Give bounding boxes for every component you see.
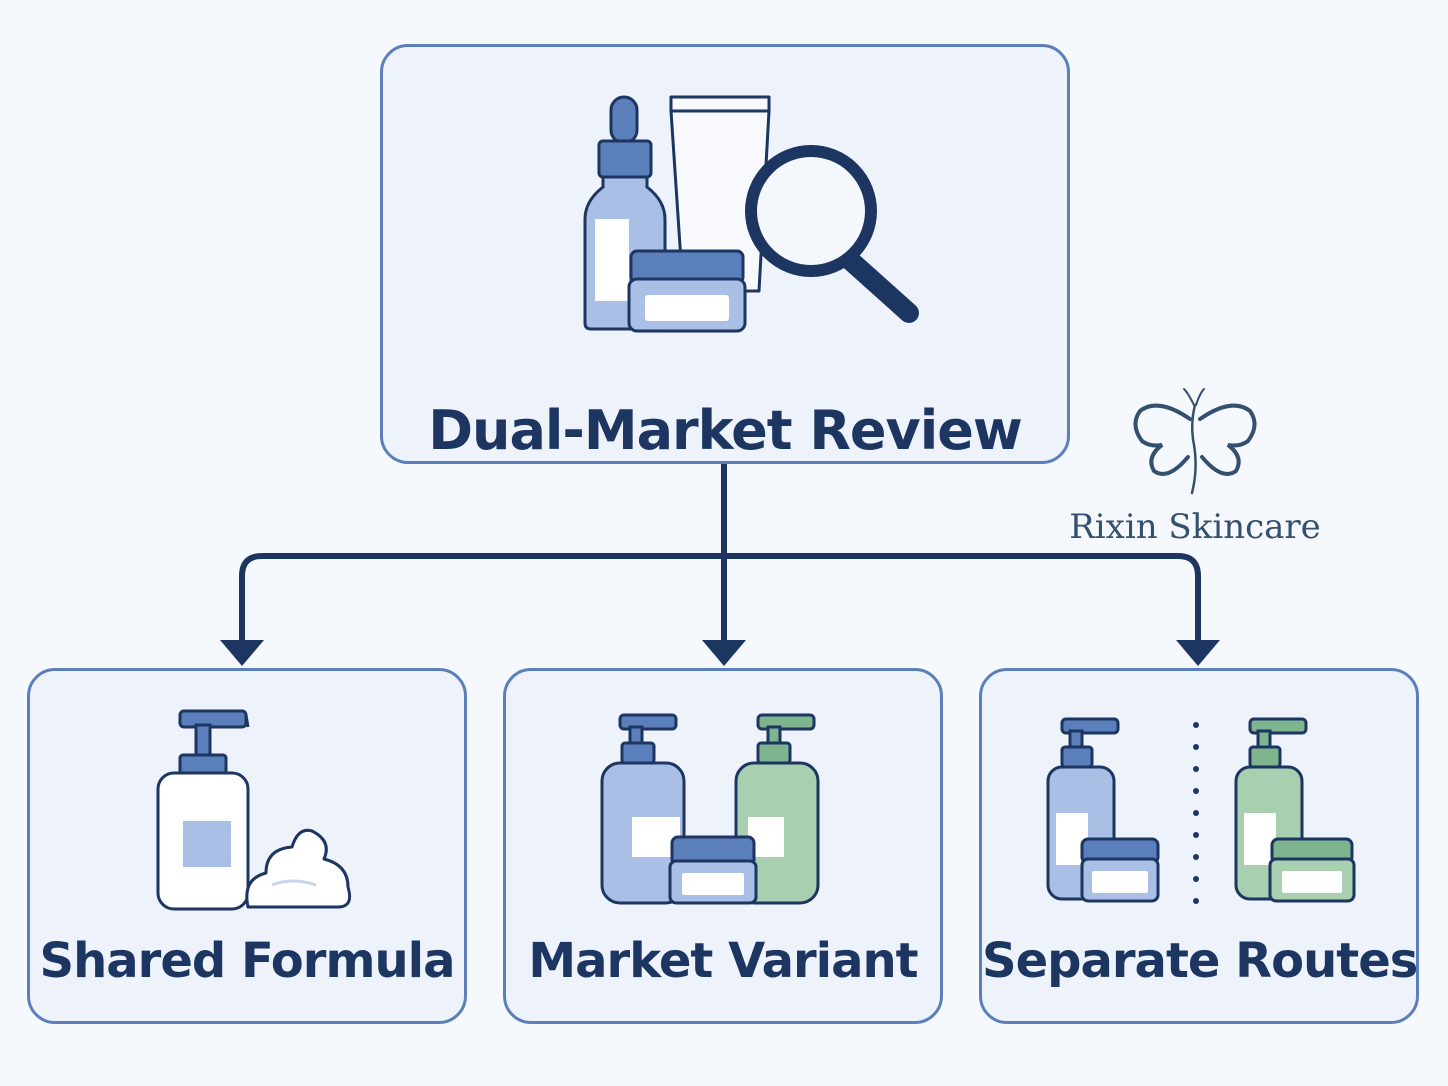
butterfly-logo-icon	[1133, 388, 1257, 495]
dotted-divider	[1193, 722, 1199, 904]
tube-icon	[669, 95, 771, 293]
pump-bottle-blue-icon	[600, 713, 686, 905]
arrowhead-center	[702, 640, 746, 666]
shared-formula-title: Shared Formula	[39, 933, 456, 989]
dual-market-review-node: Dual-Market Review	[380, 44, 1070, 464]
separate-routes-node: Separate Routes	[979, 668, 1419, 1024]
shared-formula-node: Shared Formula	[27, 668, 467, 1024]
jar-blue-icon	[1080, 837, 1160, 903]
review-icon-group	[583, 95, 919, 333]
separate-routes-title: Separate Routes	[982, 933, 1418, 989]
shared-formula-icons	[156, 709, 352, 911]
top-node-title: Dual-Market Review	[428, 399, 1023, 462]
market-variant-title: Market Variant	[528, 933, 918, 989]
jar-icon	[668, 835, 758, 905]
branch-line-right	[724, 553, 1201, 642]
separate-routes-icons	[1046, 717, 1356, 904]
brand-logo: Rixin Skincare	[1060, 385, 1330, 555]
market-variant-icons	[600, 713, 820, 905]
jar-green-icon	[1268, 837, 1356, 903]
jar-icon	[627, 249, 747, 333]
arrowhead-left	[220, 640, 264, 666]
brand-name: Rixin Skincare	[1069, 507, 1321, 547]
branch-line-left	[239, 553, 724, 642]
foam-icon	[245, 828, 352, 909]
dropper-bottle-icon	[583, 95, 667, 331]
magnifying-glass-icon	[745, 145, 919, 323]
arrowhead-right	[1176, 640, 1220, 666]
market-variant-node: Market Variant	[503, 668, 943, 1024]
pump-bottle-icon	[156, 709, 250, 911]
